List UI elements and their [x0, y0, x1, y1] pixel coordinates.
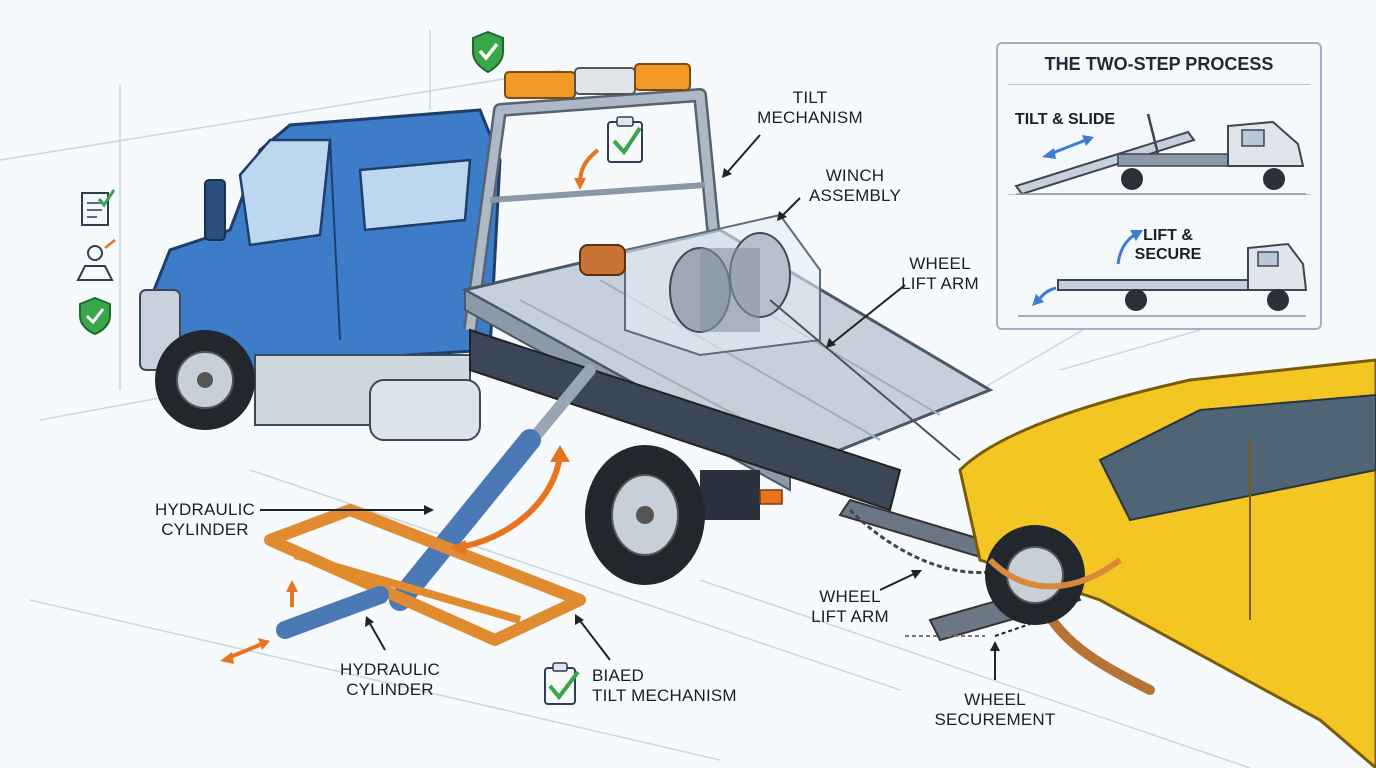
label-tilt-mechanism: TILT MECHANISM [745, 88, 875, 128]
checkbox-check-icon [544, 662, 580, 705]
shield-check-icon-small [79, 296, 111, 336]
rear-wheel [585, 445, 705, 585]
hydraulic-cylinder [389, 364, 596, 611]
winch-assembly [579, 213, 961, 461]
label-line: TILT & SLIDE [1014, 111, 1116, 128]
shield-check-icon [472, 30, 504, 74]
label-line: WHEEL [909, 254, 971, 273]
label-wheel-lift-arm-bottom: WHEEL LIFT ARM [795, 587, 905, 627]
label-line: WINCH [825, 166, 885, 185]
two-step-process-panel: THE TWO-STEP PROCESS TILT & SLIDE LIFT &… [996, 42, 1322, 330]
tilt-slide-truck [1014, 113, 1306, 196]
leader-lines [260, 134, 1031, 680]
label-line: TILT [792, 88, 828, 107]
label-line: SECURE [1134, 246, 1202, 263]
step-lift-secure-label: LIFT & SECURE [1128, 226, 1208, 264]
label-line: SECUREMENT [934, 710, 1056, 729]
label-hydraulic-cylinder-lower: HYDRAULIC CYLINDER [330, 660, 450, 700]
yellow-car [958, 358, 1376, 768]
label-line: HYDRAULIC [339, 660, 441, 679]
lift-secure-truck [1018, 242, 1308, 317]
process-illustrations [1014, 113, 1308, 317]
label-biaed-tilt-mechanism: BIAED TILT MECHANISM [592, 666, 762, 706]
panel-title: THE TWO-STEP PROCESS [1044, 54, 1274, 74]
chassis [469, 328, 902, 520]
panel-divider [1008, 84, 1310, 85]
step-tilt-slide-label: TILT & SLIDE [1010, 110, 1120, 129]
bidirectional-arrow-icon [1042, 135, 1094, 159]
label-line: WHEEL [819, 587, 881, 606]
document-check-icon [81, 189, 116, 226]
label-line: BIAED [592, 666, 645, 685]
label-hydraulic-cylinder-upper: HYDRAULIC CYLINDER [145, 500, 265, 540]
label-line: LIFT ARM [811, 607, 889, 626]
label-winch-assembly: WINCH ASSEMBLY [800, 166, 910, 206]
label-line: MECHANISM [757, 108, 863, 127]
motion-arrows [220, 148, 600, 664]
label-line: TILT MECHANISM [592, 686, 737, 705]
tail-light [759, 489, 783, 505]
label-line: ASSEMBLY [809, 186, 901, 205]
label-wheel-lift-arm-top: WHEEL LIFT ARM [885, 254, 995, 294]
headboard-frame [463, 63, 727, 331]
label-wheel-securement: WHEEL SECUREMENT [925, 690, 1065, 730]
label-line: WHEEL [964, 690, 1026, 709]
clipboard-check-icon [607, 116, 643, 163]
front-wheel [155, 330, 255, 430]
label-line: LIFT ARM [901, 274, 979, 293]
label-line: HYDRAULIC [154, 500, 256, 519]
label-line: CYLINDER [346, 680, 434, 699]
wheel-lift-frame [264, 504, 586, 646]
label-line: LIFT & [1143, 227, 1193, 244]
label-line: CYLINDER [161, 520, 249, 539]
user-location-icon [76, 239, 116, 281]
background-guides [0, 30, 1251, 768]
lower-cylinder [276, 586, 389, 639]
curved-up-arrow-icon [1032, 230, 1143, 306]
